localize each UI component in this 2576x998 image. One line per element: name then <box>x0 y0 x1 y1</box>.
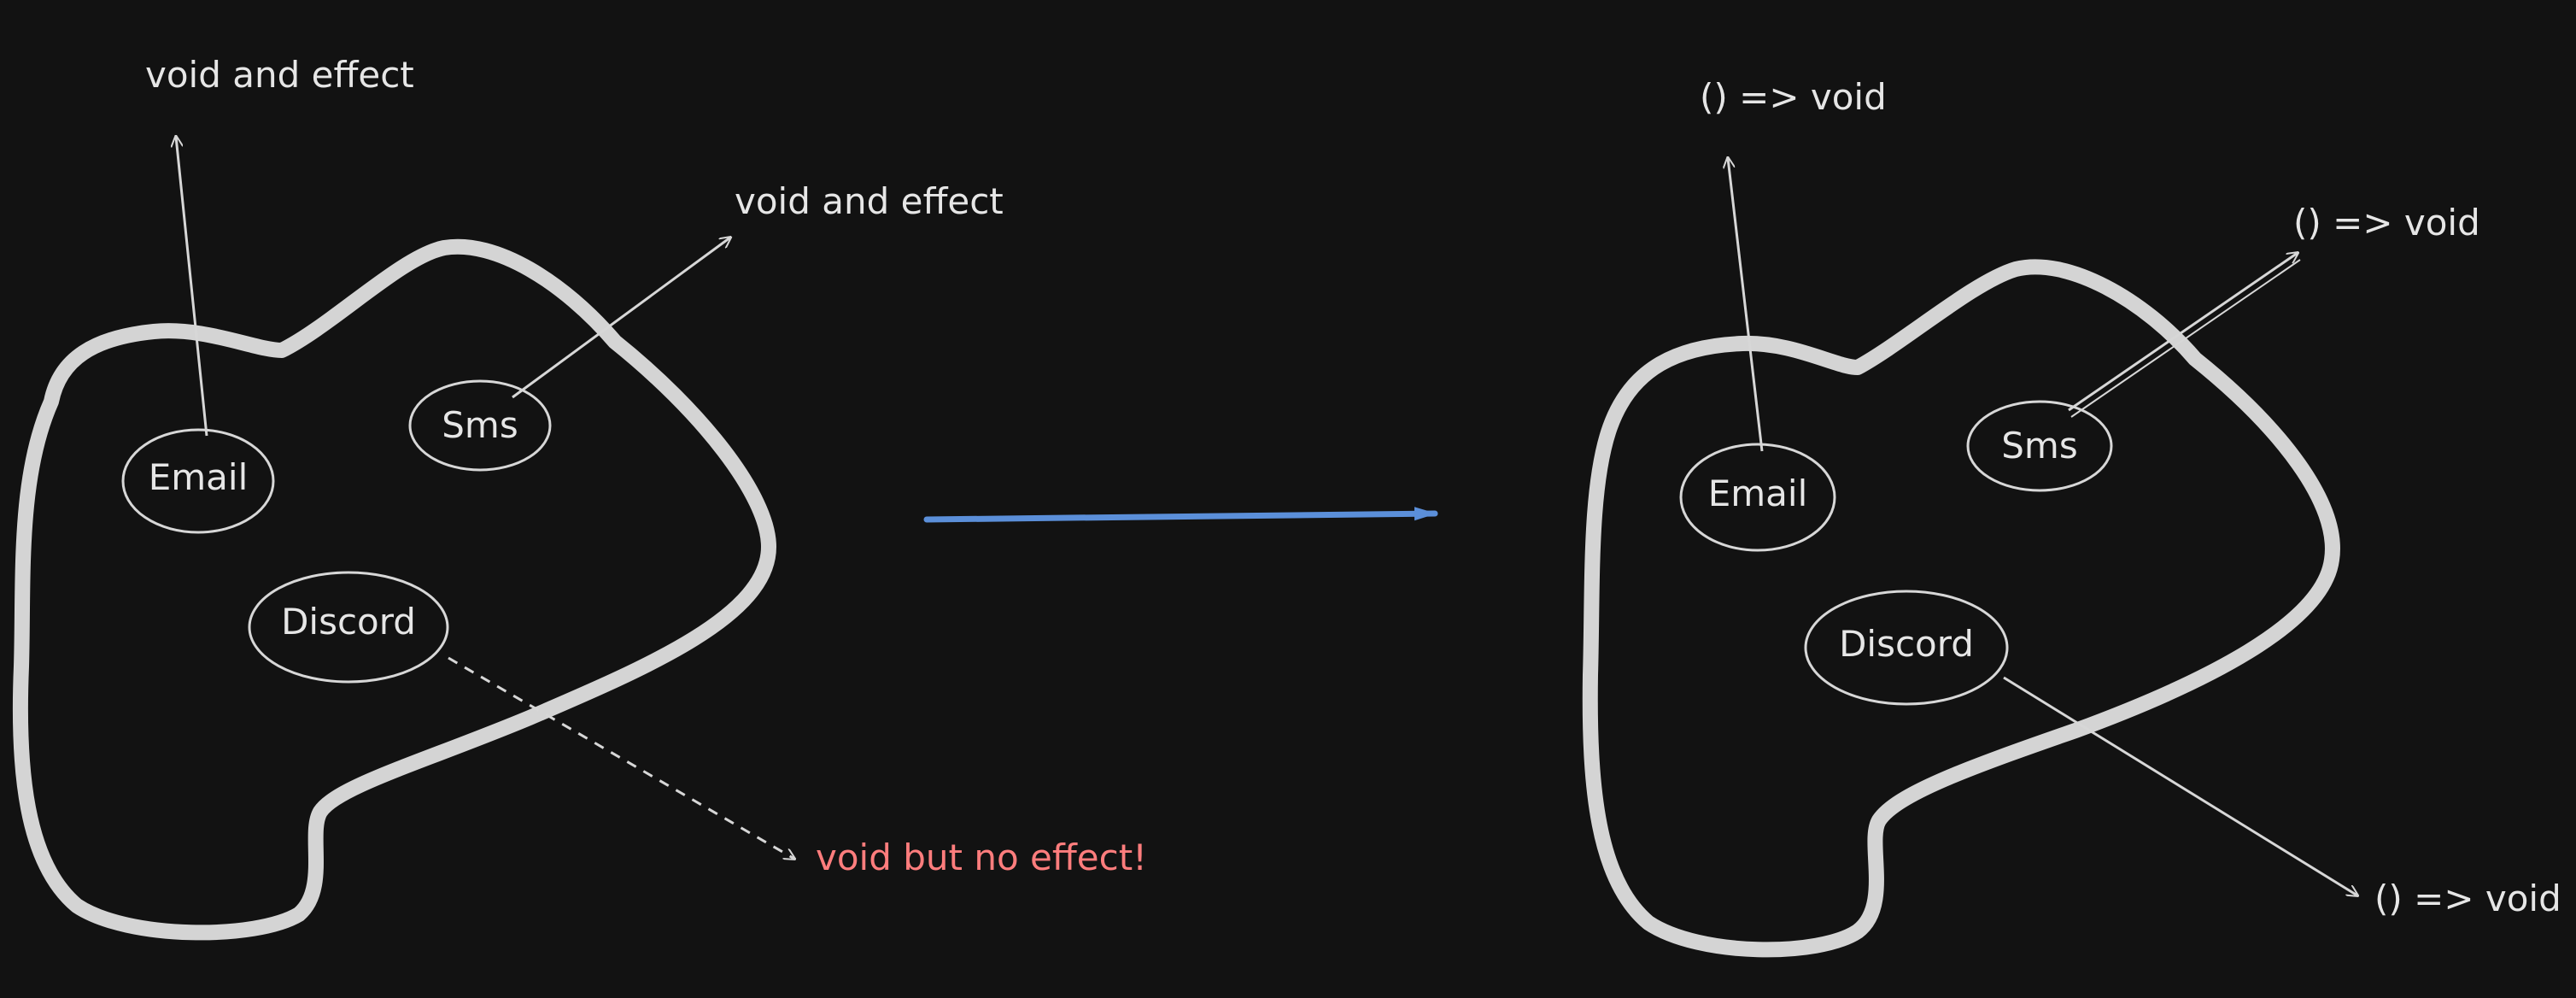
sms-label: Sms <box>442 404 518 446</box>
right-discord-output-label: () => void <box>2374 878 2561 919</box>
left-discord-output-label: void but no effect! <box>816 837 1147 878</box>
sms-label: Sms <box>2001 425 2077 467</box>
left-discord-dashed-arrow <box>448 656 794 859</box>
left-node-sms: Sms <box>408 379 552 472</box>
email-ellipse <box>1679 443 1836 552</box>
email-label: Email <box>1708 473 1808 514</box>
right-blob <box>1582 259 2340 958</box>
right-node-sms: Sms <box>1966 400 2113 492</box>
sms-ellipse <box>408 379 552 472</box>
left-email-arrow <box>176 137 208 437</box>
left-sms-arrow <box>512 238 730 399</box>
right-sms-arrow-double <box>2070 259 2301 418</box>
email-ellipse <box>121 428 275 534</box>
right-node-email: Email <box>1679 443 1836 552</box>
left-diagram: Email Sms Discord void and effect void a… <box>12 54 1147 941</box>
right-email-output-label: () => void <box>1700 76 1887 118</box>
sms-ellipse <box>1966 400 2113 492</box>
left-sms-output-label: void and effect <box>735 180 1004 222</box>
discord-label: Discord <box>281 601 416 643</box>
transform-arrow <box>923 507 1438 523</box>
discord-label: Discord <box>1839 623 1974 665</box>
right-node-discord: Discord <box>1804 590 2009 706</box>
left-node-email: Email <box>121 428 275 534</box>
left-node-discord: Discord <box>248 571 449 684</box>
right-sms-output-label: () => void <box>2293 202 2480 244</box>
left-blob <box>12 238 776 941</box>
email-label: Email <box>149 456 249 498</box>
discord-ellipse <box>248 571 449 684</box>
right-email-arrow <box>1728 158 1764 452</box>
discord-ellipse <box>1804 590 2009 706</box>
right-diagram: Email Sms Discord () => void () => void … <box>1582 76 2561 958</box>
right-sms-arrow <box>2068 253 2298 412</box>
right-discord-arrow <box>2003 676 2357 895</box>
left-email-output-label: void and effect <box>145 54 414 96</box>
